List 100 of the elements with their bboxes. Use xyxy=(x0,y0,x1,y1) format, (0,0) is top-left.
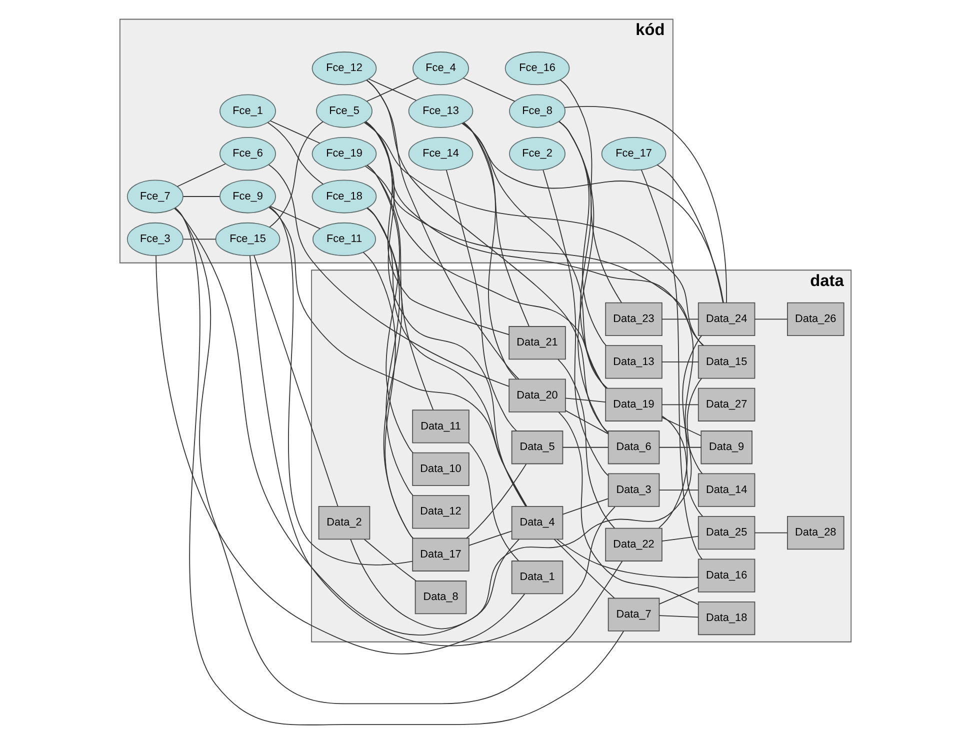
connector xyxy=(565,398,606,402)
connector xyxy=(182,196,220,197)
connector xyxy=(268,164,510,387)
connector xyxy=(156,255,526,654)
node-box: Data_10 xyxy=(412,452,470,486)
node-ellipse: Fce_12 xyxy=(312,52,377,86)
connector xyxy=(364,122,704,346)
connector xyxy=(658,586,699,604)
connector xyxy=(564,106,727,304)
connector xyxy=(254,254,338,507)
node-ellipse: Fce_13 xyxy=(408,94,474,128)
connector xyxy=(542,170,609,476)
node-box: Data_11 xyxy=(412,410,470,444)
connector xyxy=(365,121,608,389)
connector xyxy=(468,530,512,546)
node-box: Data_21 xyxy=(508,326,566,360)
connector xyxy=(270,120,320,144)
connector xyxy=(662,417,702,436)
node-ellipse: Fce_17 xyxy=(601,136,666,171)
node-ellipse: Fce_5 xyxy=(316,94,372,128)
node-ellipse: Fce_15 xyxy=(215,222,280,256)
node-box: Data_19 xyxy=(605,388,662,422)
connector xyxy=(462,122,607,388)
connector xyxy=(366,164,414,454)
connector xyxy=(662,361,699,362)
node-box: Data_13 xyxy=(605,345,662,379)
connector xyxy=(366,80,609,433)
node-box: Data_15 xyxy=(698,345,756,379)
connector xyxy=(468,442,519,562)
node-box: Data_6 xyxy=(608,430,660,464)
connector xyxy=(174,208,520,636)
connector xyxy=(658,490,699,491)
connector xyxy=(658,446,702,448)
node-box: Data_23 xyxy=(605,302,662,336)
connector xyxy=(562,446,608,448)
node-ellipse: Fce_4 xyxy=(412,52,469,86)
connector xyxy=(366,164,434,410)
connector xyxy=(754,318,788,320)
node-box: Data_7 xyxy=(608,598,660,632)
connector xyxy=(556,538,699,578)
node-box: Data_25 xyxy=(698,516,756,550)
connector xyxy=(754,532,788,534)
connector xyxy=(562,498,608,515)
node-box: Data_24 xyxy=(698,302,756,336)
connector xyxy=(267,122,324,185)
connector xyxy=(658,615,699,618)
node-box: Data_14 xyxy=(698,473,756,507)
connector xyxy=(662,404,699,406)
connector xyxy=(662,318,699,320)
connector xyxy=(269,206,413,566)
connector xyxy=(565,410,609,434)
node-ellipse: Fce_8 xyxy=(509,94,566,128)
node-box: Data_12 xyxy=(412,495,470,529)
connector xyxy=(558,121,606,346)
node-box: Data_22 xyxy=(605,528,662,562)
node-box: Data_16 xyxy=(698,558,756,592)
node-box: Data_20 xyxy=(508,378,566,412)
connector xyxy=(662,536,699,542)
connector xyxy=(656,164,724,304)
connector xyxy=(249,255,616,646)
connector xyxy=(182,238,216,240)
connector xyxy=(560,79,622,304)
node-box: Data_4 xyxy=(511,506,564,540)
node-ellipse: Fce_3 xyxy=(126,222,184,256)
connector xyxy=(446,170,517,432)
node-box: Data_17 xyxy=(412,538,470,572)
node-ellipse: Fce_14 xyxy=(408,136,474,171)
connector xyxy=(364,538,416,582)
connector xyxy=(466,464,527,539)
connector xyxy=(462,122,724,303)
connector xyxy=(554,538,615,599)
node-box: Data_9 xyxy=(700,430,752,464)
node-ellipse: Fce_19 xyxy=(312,136,377,171)
connector xyxy=(558,412,699,605)
connector xyxy=(365,166,704,346)
node-box: Data_26 xyxy=(787,302,844,336)
node-box: Data_1 xyxy=(511,560,564,594)
connector xyxy=(365,121,526,507)
connector xyxy=(658,335,702,528)
node-box: Data_2 xyxy=(318,506,370,540)
connector xyxy=(362,252,414,539)
node-ellipse: Fce_2 xyxy=(509,136,566,171)
node-ellipse: Fce_1 xyxy=(220,94,276,128)
node-box: Data_18 xyxy=(698,601,756,636)
node-box: Data_28 xyxy=(787,516,844,550)
connector xyxy=(270,206,321,230)
connector xyxy=(268,206,528,507)
node-box: Data_3 xyxy=(608,473,660,507)
connector xyxy=(463,122,517,380)
connector xyxy=(366,208,527,507)
node-ellipse: Fce_11 xyxy=(312,222,376,256)
node-box: Data_27 xyxy=(698,388,756,422)
connector xyxy=(463,122,530,327)
connector xyxy=(366,80,520,380)
node-box: Data_5 xyxy=(511,430,564,464)
node-ellipse: Fce_7 xyxy=(126,180,184,214)
node-box: Data_8 xyxy=(414,580,467,614)
connector xyxy=(462,78,516,102)
connector xyxy=(364,122,703,474)
node-ellipse: Fce_9 xyxy=(220,180,276,214)
